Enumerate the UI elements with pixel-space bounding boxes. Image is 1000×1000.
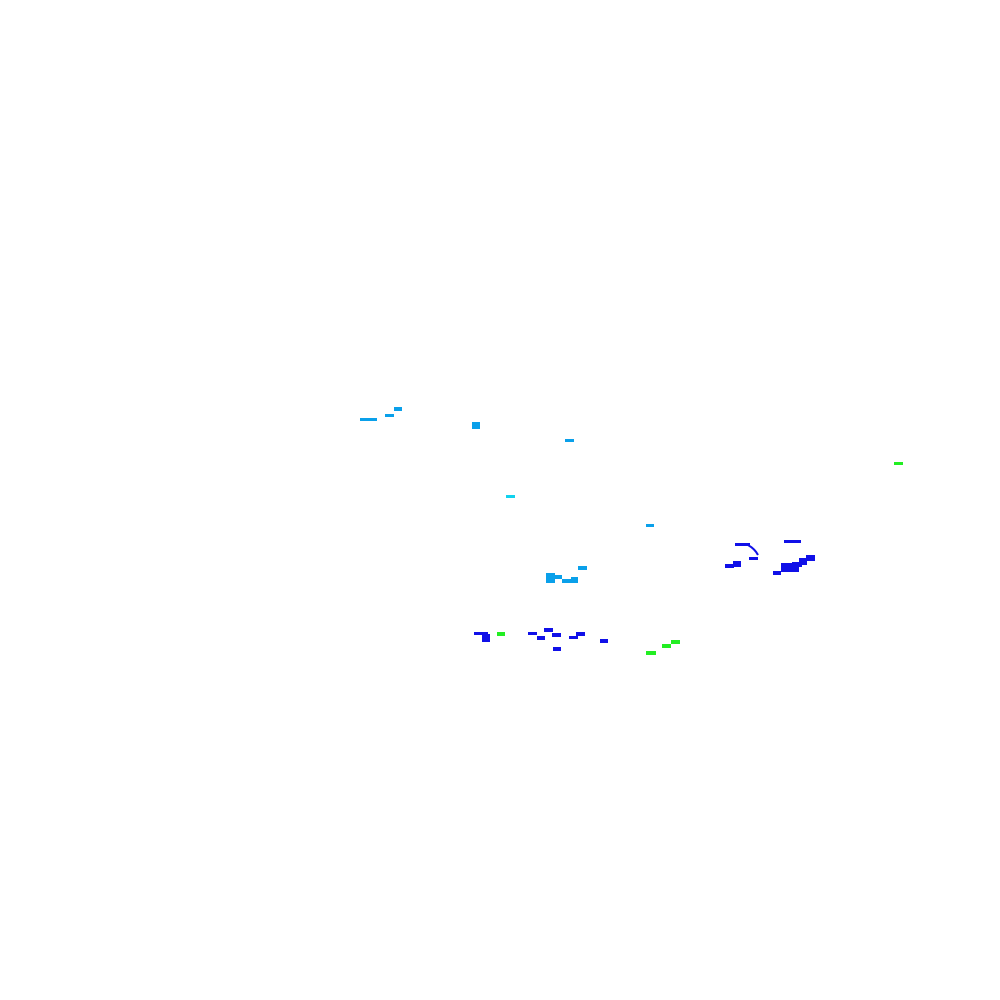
green-fragment-2 bbox=[497, 632, 505, 636]
blue-fragment-3 bbox=[749, 557, 758, 560]
light-blue-fragment-3 bbox=[394, 407, 402, 411]
light-blue-fragment-1 bbox=[360, 418, 377, 421]
blue-fragment-11 bbox=[474, 632, 488, 635]
green-fragment-3 bbox=[646, 651, 656, 655]
green-fragment-1 bbox=[894, 462, 903, 465]
blue-fragment-20 bbox=[600, 639, 608, 643]
light-blue-fragment-11 bbox=[571, 577, 578, 583]
green-fragment-5 bbox=[671, 640, 680, 644]
blue-curve-1 bbox=[747, 544, 759, 556]
cyan-fragment-1 bbox=[506, 495, 515, 498]
light-blue-fragment-5 bbox=[565, 439, 574, 442]
light-blue-fragment-7 bbox=[578, 566, 587, 570]
light-blue-fragment-8 bbox=[546, 573, 555, 583]
blue-fragment-18 bbox=[576, 632, 585, 636]
blue-fragment-1 bbox=[735, 543, 750, 546]
blue-fragment-4 bbox=[725, 564, 734, 568]
blue-fragment-2 bbox=[784, 540, 801, 543]
blue-fragment-16 bbox=[552, 633, 561, 637]
blue-fragment-7 bbox=[781, 563, 799, 572]
blue-fragment-9 bbox=[799, 558, 807, 565]
blue-fragment-17 bbox=[569, 636, 578, 639]
blue-fragment-8 bbox=[792, 562, 802, 567]
light-blue-fragment-10 bbox=[562, 579, 574, 583]
light-blue-fragment-6 bbox=[646, 524, 654, 527]
blue-fragment-14 bbox=[537, 636, 545, 640]
light-blue-fragment-4 bbox=[472, 422, 480, 429]
blue-fragment-19 bbox=[553, 647, 561, 651]
blue-fragment-10 bbox=[806, 555, 815, 561]
blue-fragment-12 bbox=[482, 634, 490, 642]
light-blue-fragments bbox=[360, 407, 654, 583]
green-fragments bbox=[497, 462, 903, 655]
light-blue-fragment-9 bbox=[553, 575, 562, 579]
cyan-fragments bbox=[506, 495, 515, 498]
light-blue-fragment-2 bbox=[385, 414, 394, 417]
green-fragment-4 bbox=[662, 644, 671, 648]
blue-fragment-13 bbox=[528, 632, 537, 635]
blue-fragments bbox=[474, 540, 815, 651]
blue-fragment-15 bbox=[544, 628, 553, 632]
blue-fragment-5 bbox=[733, 561, 741, 567]
blue-fragment-6 bbox=[773, 571, 781, 575]
